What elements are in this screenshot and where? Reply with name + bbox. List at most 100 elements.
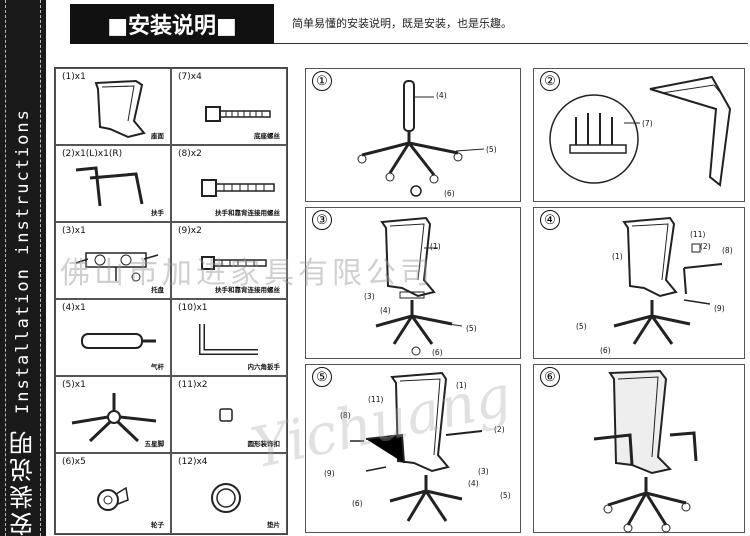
part-qty: (12)x4	[178, 457, 208, 467]
seat-icon	[94, 79, 146, 139]
step-label: (11)	[368, 395, 384, 404]
part-qty: (3)x1	[62, 226, 86, 236]
step-label: (1)	[456, 381, 467, 390]
step-number: ④	[540, 210, 560, 230]
step-label: (9)	[714, 304, 725, 313]
part-name: 扶手	[151, 209, 164, 217]
step-label: (2)	[494, 425, 505, 434]
five-star-base-icon	[71, 393, 157, 443]
part-qty: (8)x2	[178, 149, 202, 159]
part-name: 圆形装饰扣	[247, 440, 281, 448]
sidebar: 安装说明 Installation instructions	[0, 0, 46, 536]
part-qty: (11)x2	[178, 380, 208, 390]
part-cell-12: (12)x4 垫片	[171, 453, 287, 534]
part-name: 座面	[151, 132, 164, 140]
step-number: ⑤	[312, 367, 332, 387]
part-qty: (5)x1	[62, 380, 86, 390]
step-label: (8)	[340, 411, 351, 420]
part-cell-11: (11)x2 圆形装饰扣	[171, 376, 287, 453]
header-divider	[274, 43, 748, 44]
step-6-diagram	[593, 369, 698, 533]
step-number: ③	[312, 210, 332, 230]
part-cell-10: (10)x1 内六角扳手	[171, 299, 287, 376]
step-label: (9)	[324, 469, 335, 478]
step-1-diagram	[357, 80, 485, 197]
part-cell-7: (7)x4 底座螺丝	[171, 68, 287, 145]
step-label: (6)	[352, 499, 363, 508]
step-label: (6)	[600, 346, 611, 355]
part-name: 气杆	[151, 363, 164, 371]
step-number: ⑥	[540, 367, 560, 387]
step-label: (1)	[612, 252, 623, 261]
part-name: 垫片	[267, 521, 280, 529]
sidebar-cn-title: 安装说明	[9, 428, 38, 536]
hex-wrench-icon	[199, 324, 258, 355]
step-5-panel: ⑤ (1) (8) (11) (2) (9) (3) (4) (5) (6)	[305, 364, 521, 533]
step-label: (3)	[478, 467, 489, 476]
step-4-panel: ④ (11) (2) (8) (1) (9) (5) (6)	[533, 207, 745, 359]
step-label: (6)	[444, 189, 455, 198]
step-label: (4)	[380, 306, 391, 315]
step-number: ①	[312, 71, 332, 91]
part-name: 底座螺丝	[254, 132, 280, 140]
part-cell-4: (4)x1 气杆	[55, 299, 171, 376]
connecting-screw-icon	[201, 256, 267, 270]
step-label: (6)	[432, 348, 443, 357]
step-label: (2)	[700, 242, 711, 251]
part-qty: (2)x1(L)x1(R)	[62, 149, 123, 159]
step-label: (3)	[364, 292, 375, 301]
armrest-screw-icon	[201, 179, 275, 197]
step-label: (4)	[468, 479, 479, 488]
step-label: (7)	[642, 119, 653, 128]
gas-cylinder-icon	[81, 333, 156, 349]
sidebar-dashed-border	[40, 0, 41, 536]
step-6-panel: ⑥	[533, 364, 745, 533]
part-cell-3: (3)x1 托盘	[55, 222, 171, 299]
part-qty: (9)x2	[178, 226, 202, 236]
part-name: 内六角扳手	[247, 363, 281, 371]
part-qty: (4)x1	[62, 303, 86, 313]
part-qty: (7)x4	[178, 72, 202, 82]
step-1-panel: ① (4) (5) (6)	[305, 68, 521, 202]
washer-icon	[211, 483, 241, 513]
part-cell-2: (2)x1(L)x1(R) 扶手	[55, 145, 171, 222]
part-cell-5: (5)x1 五星脚	[55, 376, 171, 453]
step-number: ②	[540, 71, 560, 91]
sidebar-dashed-border	[5, 0, 6, 536]
part-name: 扶手和靠背连接用螺丝	[215, 209, 280, 217]
base-screw-icon	[205, 106, 271, 122]
step-2-diagram	[549, 75, 732, 187]
step-label: (5)	[466, 324, 477, 333]
part-cell-1: (1)x1 座面	[55, 68, 171, 145]
part-qty: (1)x1	[62, 72, 86, 82]
step-5-diagram	[350, 371, 483, 522]
step-label: (5)	[576, 322, 587, 331]
part-cell-8: (8)x2 扶手和靠背连接用螺丝	[171, 145, 287, 222]
tray-mechanism-icon	[75, 252, 159, 282]
parts-list: (1)x1 座面 (7)x4 底座螺丝 (2)x1(L)x1(R) 扶手 (8)…	[54, 67, 288, 535]
armrest-icon	[75, 166, 144, 207]
step-label: (8)	[722, 246, 733, 255]
page-subtitle: 简单易懂的安装说明，既是安装，也是乐趣。	[292, 17, 512, 30]
step-label: (1)	[430, 242, 441, 251]
step-3-panel: ③ (1) (3) (4) (5) (6)	[305, 207, 521, 359]
step-label: (11)	[690, 230, 706, 239]
part-name: 扶手和靠背连接用螺丝	[215, 286, 280, 294]
decorative-cap-icon	[219, 408, 233, 422]
step-4-diagram	[613, 216, 723, 345]
part-qty: (6)x5	[62, 457, 86, 467]
part-cell-9: (9)x2 扶手和靠背连接用螺丝	[171, 222, 287, 299]
step-label: (5)	[500, 491, 511, 500]
part-name: 五星脚	[144, 440, 165, 448]
step-label: (4)	[436, 91, 447, 100]
step-label: (5)	[486, 145, 497, 154]
part-name: 轮子	[151, 521, 164, 529]
step-3-diagram	[375, 216, 463, 356]
sidebar-vertical-title: 安装说明 Installation instructions	[8, 0, 38, 536]
part-qty: (10)x1	[178, 303, 208, 313]
caster-wheel-icon	[97, 486, 129, 511]
part-cell-6: (6)x5 轮子	[55, 453, 171, 534]
part-name: 托盘	[151, 286, 164, 294]
page-title: ■安装说明■	[70, 4, 274, 44]
step-2-panel: ② (7)	[533, 68, 745, 202]
